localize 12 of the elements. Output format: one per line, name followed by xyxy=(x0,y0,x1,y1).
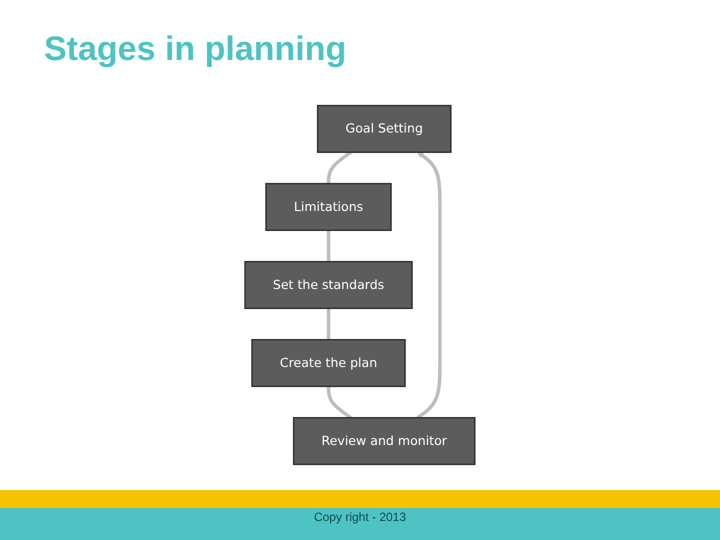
connector xyxy=(326,230,330,262)
connector xyxy=(326,150,352,184)
connector xyxy=(326,308,330,340)
node-box: Goal Setting xyxy=(317,104,452,153)
slide-title: Stages in planning xyxy=(44,30,346,69)
node-box: Limitations xyxy=(265,182,392,231)
connector xyxy=(326,386,352,420)
node-box: Review and monitor xyxy=(293,417,476,466)
node-box: Create the plan xyxy=(251,339,406,388)
arrow xyxy=(416,152,442,420)
copyright-caption: Copy right - 2013 xyxy=(312,510,408,524)
node-box: Set the standards xyxy=(244,260,413,310)
